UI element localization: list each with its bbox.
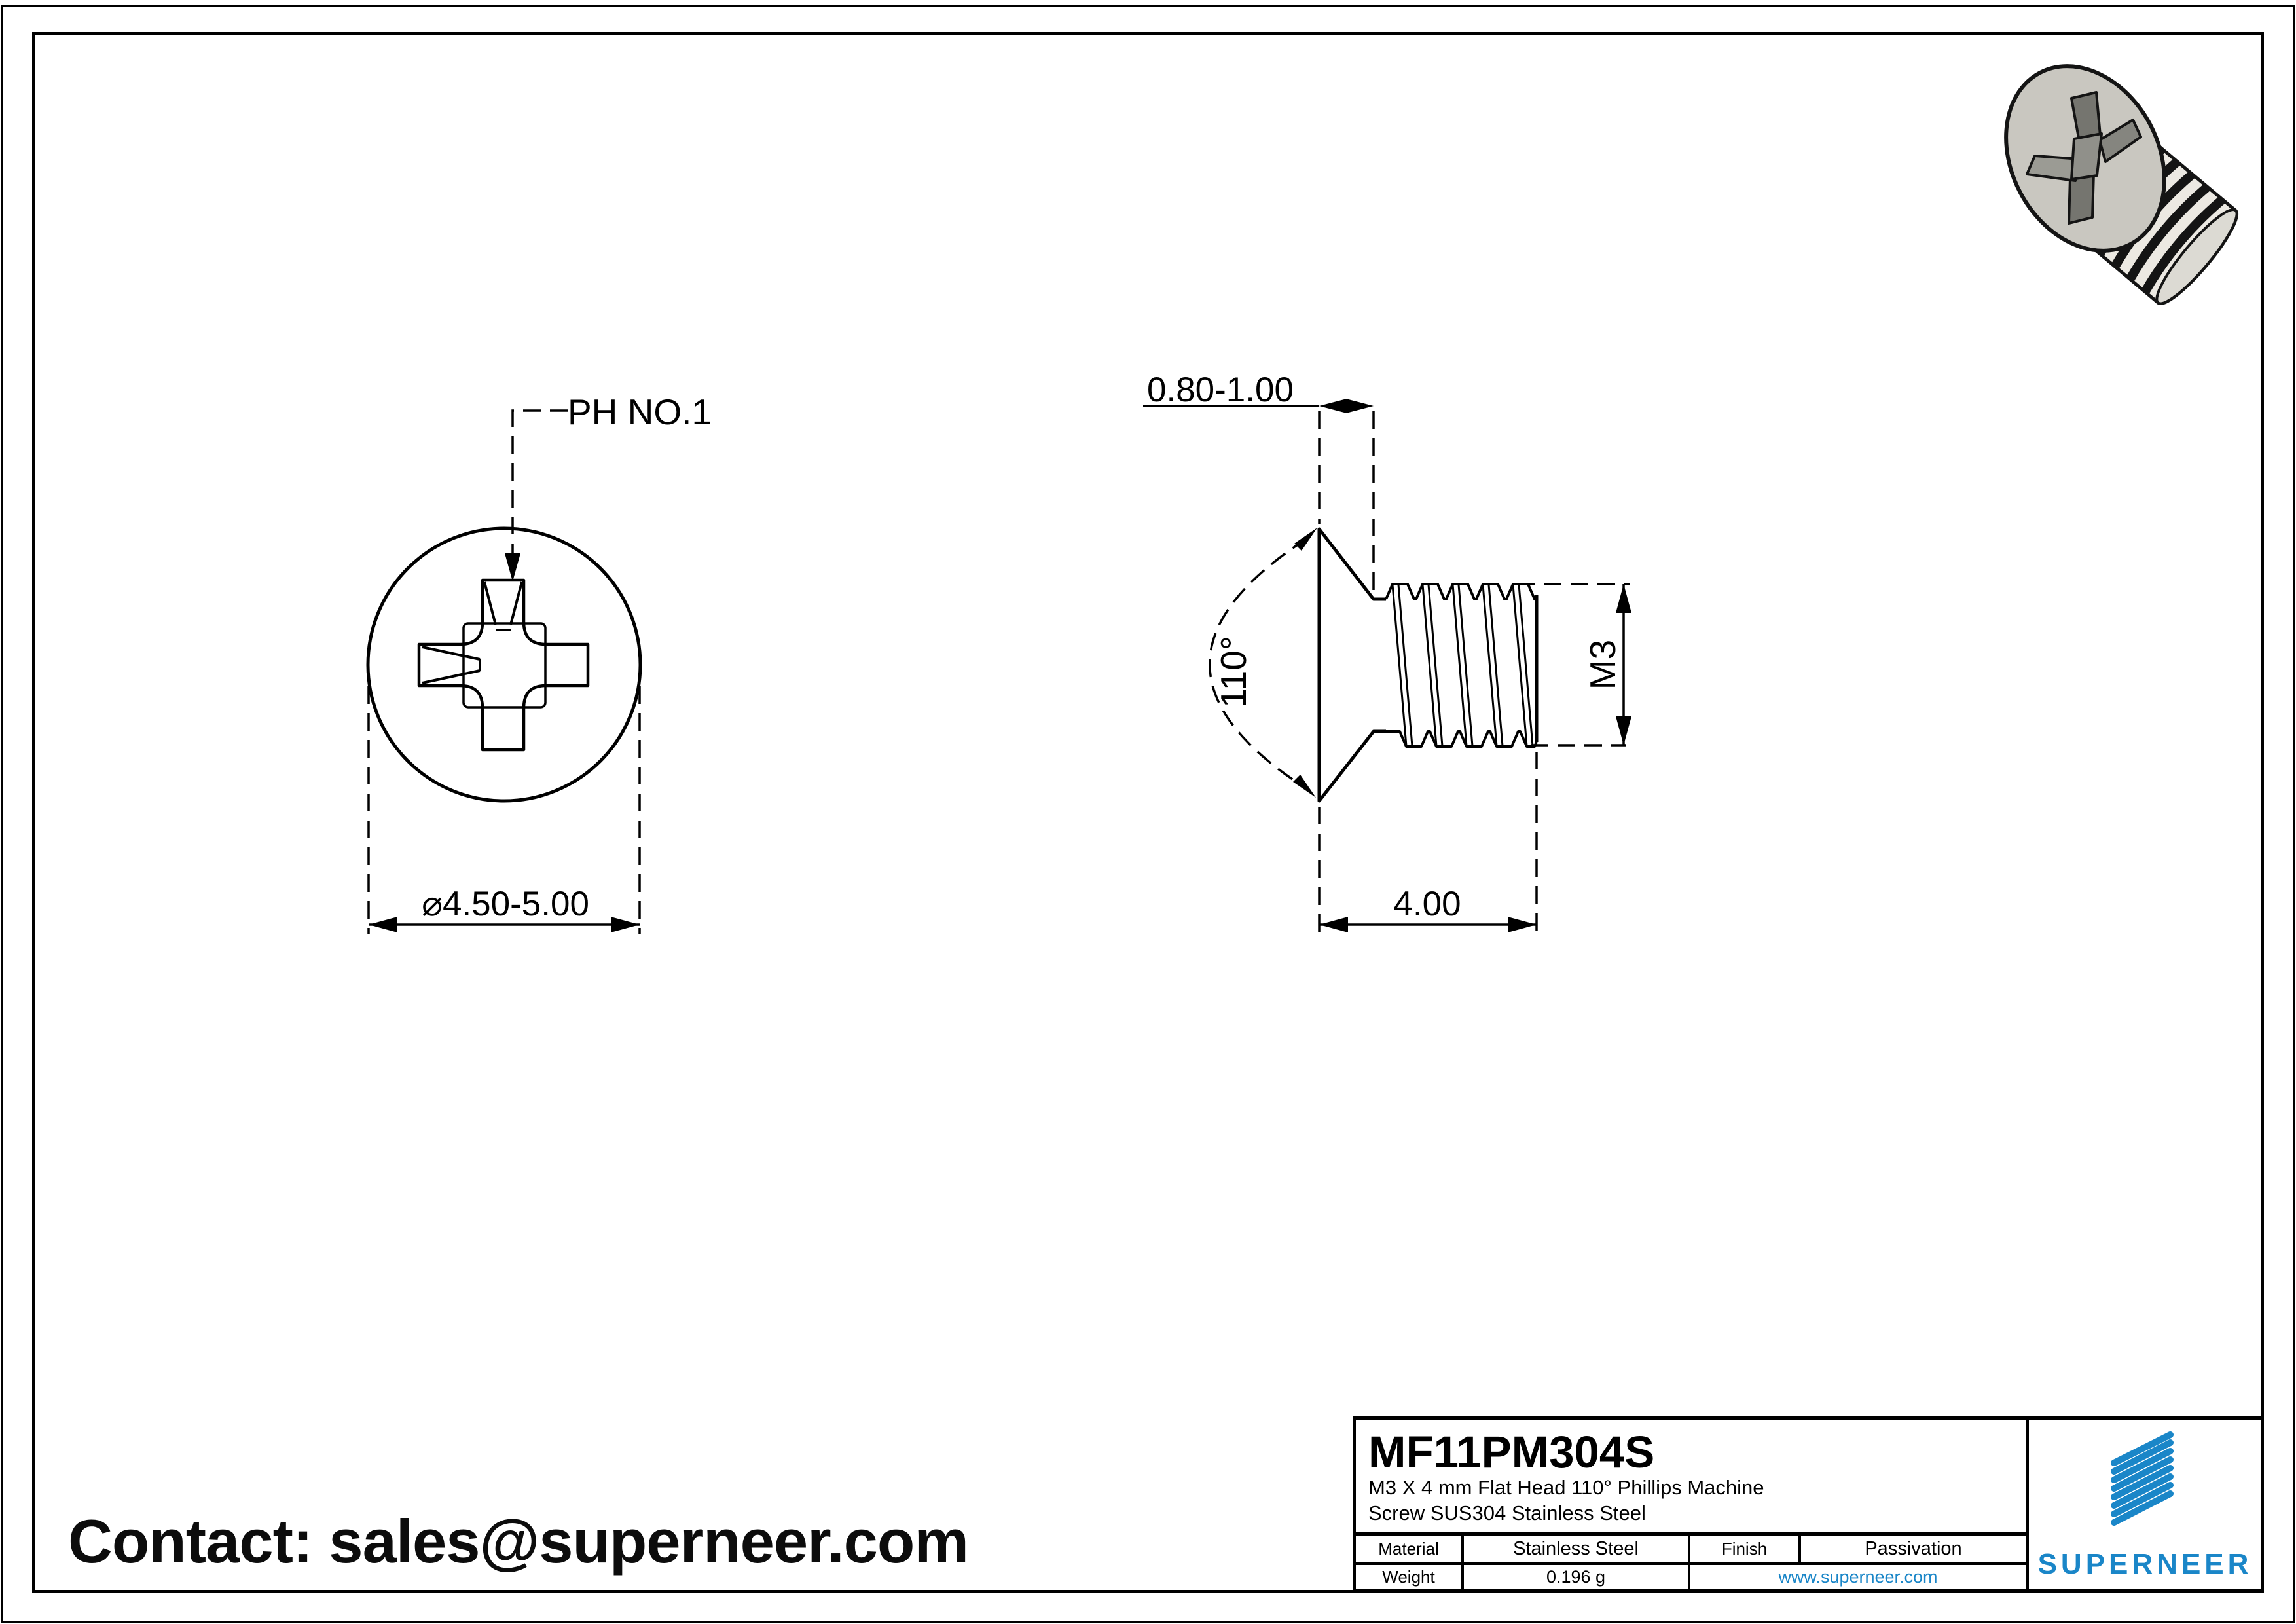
thread-crests-bottom [1386,730,1538,748]
brand-logo: SUPERNEER [2030,1420,2261,1589]
left-wedge [422,646,481,684]
part-description-line1: M3 X 4 mm Flat Head 110° Phillips Machin… [1368,1476,1764,1499]
head-height-arrow-right [1346,399,1374,413]
brand-logo-stripes-icon [2111,1431,2174,1526]
screw-3d-render [2004,64,2239,305]
dim-arrow-right [611,917,640,932]
head-diameter-label: ⌀4.50-5.00 [422,885,589,923]
part-number: MF11PM304S [1368,1427,1655,1477]
website-link[interactable]: www.superneer.com [1778,1567,1938,1587]
material-label: Material [1378,1538,1439,1559]
thread-size-arrow-bottom [1616,716,1631,745]
weight-value: 0.196 g [1546,1567,1606,1587]
length-arrow-left [1319,917,1348,932]
arc-arrow-top [1294,528,1317,551]
recess-floor [462,622,547,709]
titleblock-col-line-1 [1461,1532,1464,1589]
countersink-angle-arc [1209,537,1308,788]
length-arrow-right [1508,917,1537,932]
thread-size-label: M3 [1582,640,1623,690]
titleblock-divider-logo [2026,1420,2029,1589]
leader-arrowhead [505,553,520,581]
dim-arrow-left [369,917,397,932]
head-profile [1317,527,1386,803]
contact-email: Contact: sales@superneer.com [68,1507,969,1576]
finish-value: Passivation [1865,1538,1962,1559]
thread-length-label: 4.00 [1393,885,1461,923]
countersink-angle-label: 110° [1213,636,1254,708]
brand-name: SUPERNEER [2037,1548,2253,1580]
titleblock-col-line-3 [1798,1532,1801,1565]
material-value: Stainless Steel [1513,1538,1639,1559]
diameter-extension-lines [367,686,641,934]
phillips-recess-outline [417,578,590,752]
thread-flanks [1391,584,1534,747]
top-wedge [483,581,523,631]
arc-arrow-bottom [1293,775,1316,798]
thread-size-arrow-top [1616,584,1631,613]
titleblock-col-line-2 [1688,1532,1690,1589]
finish-label: Finish [1721,1538,1768,1559]
head-height-arrow-left [1319,399,1347,413]
titleblock-row-line-2 [1356,1562,2026,1565]
phillips-recess-3d [2026,91,2142,225]
thread-size-extension-lines [1517,583,1630,747]
top-view: PH NO.1 ⌀4.50-5.00 [366,392,712,934]
title-block: MF11PM304S M3 X 4 mm Flat Head 110° Phil… [1353,1416,2264,1593]
recess-label: PH NO.1 [568,392,712,432]
part-description: M3 X 4 mm Flat Head 110° Phillips Machin… [1368,1475,1764,1526]
titleblock-row-line-1 [1356,1532,2026,1536]
thread-crests-top [1385,583,1538,600]
side-view: 0.80-1.00 110° M3 4.00 [1143,371,1631,934]
recess-leader-line [511,409,568,555]
part-description-line2: Screw SUS304 Stainless Steel [1368,1502,1646,1524]
screw-tip-face [2155,208,2238,305]
head-height-extension-lines [1318,411,1375,593]
head-circle [366,526,642,803]
length-extension-lines [1318,752,1538,934]
weight-label: Weight [1382,1567,1435,1587]
head-height-label: 0.80-1.00 [1147,371,1294,409]
